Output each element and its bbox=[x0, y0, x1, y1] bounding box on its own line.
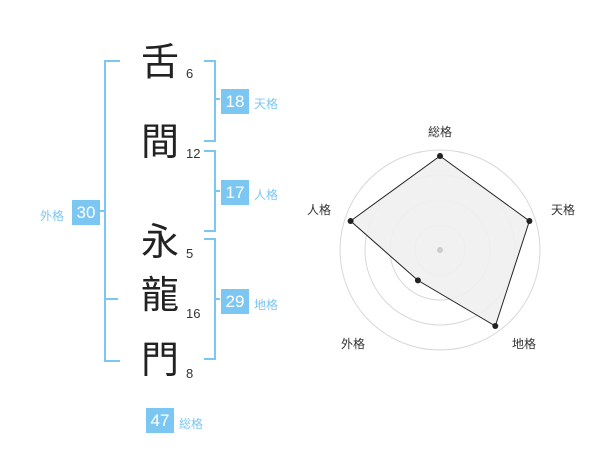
name-char-5: 門 bbox=[140, 338, 179, 382]
gaikaku-value: 30 bbox=[72, 200, 100, 225]
name-char-4: 龍 bbox=[140, 273, 179, 317]
stroke-count-3: 5 bbox=[186, 246, 194, 261]
jinkaku-label: 人格 bbox=[254, 188, 279, 202]
radar-label-chikaku: 地格 bbox=[512, 337, 537, 351]
radar-center bbox=[437, 247, 443, 253]
chikaku-label: 地格 bbox=[254, 298, 279, 312]
radar-point-5 bbox=[347, 218, 354, 224]
gaikaku-tick bbox=[98, 210, 104, 212]
radar-point-4 bbox=[414, 277, 421, 284]
radar-label-tenkaku: 天格 bbox=[551, 203, 576, 217]
radar-label-jinkaku: 人格 bbox=[307, 203, 332, 217]
tenkaku-tick bbox=[214, 98, 220, 100]
name-char-1: 舌 bbox=[140, 40, 179, 84]
soukaku-value: 47 bbox=[146, 408, 174, 433]
stroke-count-5: 8 bbox=[186, 366, 194, 381]
stroke-count-1: 6 bbox=[186, 66, 194, 81]
jinkaku-value: 17 bbox=[221, 180, 249, 205]
stroke-count-4: 16 bbox=[186, 306, 201, 321]
jinkaku-tick bbox=[214, 190, 220, 192]
radar-point-1 bbox=[437, 153, 443, 159]
radar-label-soukaku: 総格 bbox=[428, 125, 453, 139]
gaikaku-label: 外格 bbox=[40, 209, 65, 223]
name-char-3: 永 bbox=[140, 220, 179, 264]
chikaku-tick bbox=[214, 298, 220, 300]
radar-area bbox=[349, 155, 530, 327]
tenkaku-value: 18 bbox=[221, 89, 249, 114]
radar-label-gaikaku: 外格 bbox=[341, 337, 366, 351]
radar-point-2 bbox=[526, 218, 533, 224]
radar-ring-4 bbox=[339, 149, 541, 351]
soukaku-label: 総格 bbox=[179, 417, 204, 431]
radar-point-3 bbox=[492, 323, 499, 329]
tenkaku-bracket bbox=[204, 60, 216, 142]
gaikaku-bracket bbox=[104, 60, 120, 362]
stroke-count-2: 12 bbox=[186, 146, 201, 161]
name-char-2: 間 bbox=[140, 120, 179, 164]
gaikaku-inner-tick bbox=[106, 298, 118, 300]
chikaku-value: 29 bbox=[221, 289, 249, 314]
tenkaku-label: 天格 bbox=[254, 97, 279, 111]
